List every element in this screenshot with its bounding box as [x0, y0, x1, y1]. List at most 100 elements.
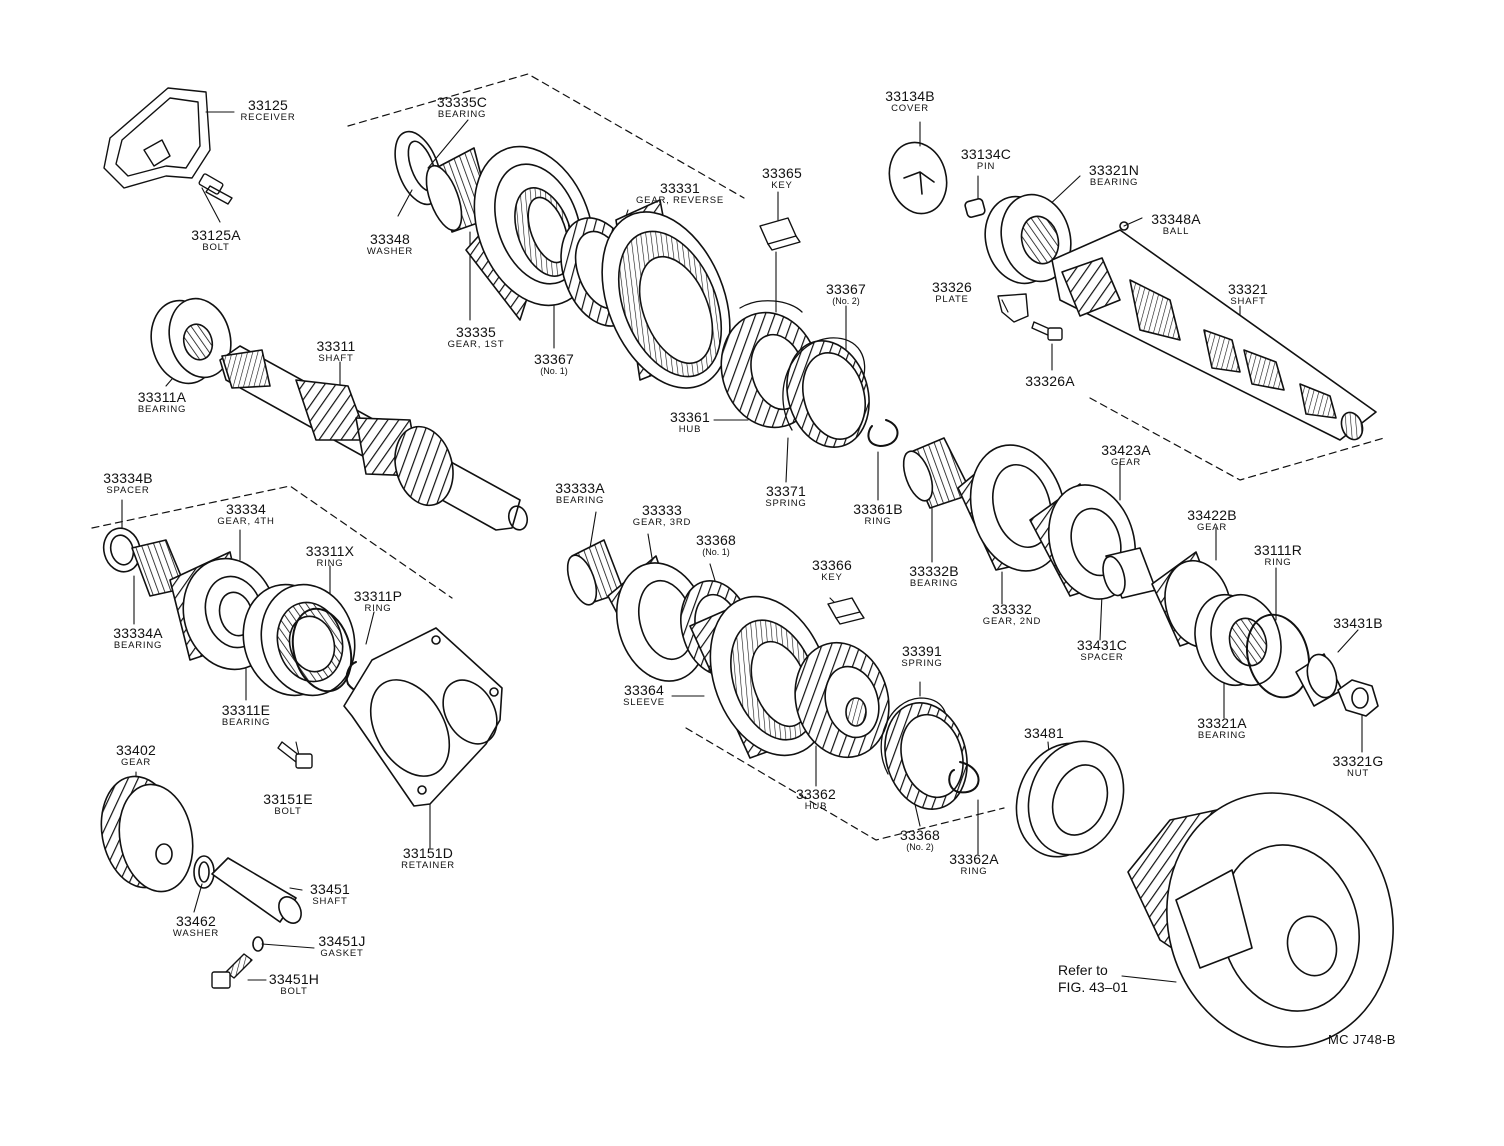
label-33326A: 33326A [1025, 374, 1074, 388]
part-number: 33362A [949, 851, 999, 867]
part-number: 33361B [853, 501, 903, 517]
part-number: 33134C [960, 146, 1012, 162]
needle-bearing-middle [566, 539, 625, 606]
part-description: GEAR [1110, 457, 1142, 468]
reference-note: Refer to FIG. 43–01 [1058, 962, 1128, 996]
part-description: BOLT [280, 986, 308, 997]
part-number: 33451 [310, 881, 350, 897]
ball-bearing-left [242, 583, 356, 697]
part-description: SPACER [106, 485, 150, 496]
part-description: BEARING [555, 495, 605, 506]
part-description: RECEIVER [240, 112, 296, 123]
assembly-outline-left [91, 485, 453, 599]
part-description: RING [960, 866, 988, 877]
part-variant: (No. 1) [702, 547, 730, 557]
part-number: 33334B [103, 470, 153, 486]
leader-lines [121, 111, 1363, 983]
retainer-plate [343, 627, 503, 807]
part-number: 33134B [885, 88, 935, 104]
needle-bearing-right [902, 437, 973, 509]
figure-code: MC J748-B [1328, 1032, 1396, 1047]
part-number: 33348 [370, 231, 410, 247]
part-number: 33368 [696, 532, 736, 548]
part-number: 33367 [534, 351, 574, 367]
idler-bolt [211, 953, 253, 989]
part-number: 33348A [1151, 211, 1201, 227]
gear-3rd-part [607, 555, 709, 682]
retainer-bolt [277, 741, 313, 769]
part-number: 33368 [900, 827, 940, 843]
plate-part [997, 293, 1029, 323]
part-number: 33334A [113, 625, 163, 641]
part-description: BEARING [1089, 177, 1139, 188]
hub-part-lower [794, 641, 890, 759]
spring-part-upper [782, 337, 866, 431]
part-description: GEAR, 2ND [982, 616, 1042, 627]
nut-part [1337, 679, 1379, 717]
reverse-idler-gear [100, 775, 194, 893]
part-number: 33481 [1024, 725, 1064, 741]
part-number: 33366 [812, 557, 852, 573]
part-number: 33151E [263, 791, 313, 807]
part-number: 33311A [137, 389, 187, 405]
part-description: PLATE [935, 294, 969, 305]
idler-washer [193, 855, 215, 889]
reverse-gear-sleeve [601, 199, 731, 389]
part-description: GEAR [120, 757, 152, 768]
part-description: COVER [891, 103, 929, 114]
label-33367-no1: 33367(No. 1) [534, 352, 574, 376]
part-number: 33111R [1253, 542, 1303, 558]
differential-reference [1127, 792, 1394, 1048]
part-number: 33333A [555, 480, 605, 496]
part-description: BEARING [137, 404, 187, 415]
part-description: GEAR, 1ST [447, 339, 505, 350]
pin-part [964, 198, 986, 218]
part-variant: (No. 1) [540, 366, 568, 376]
part-description: RING [864, 516, 892, 527]
gasket-part [252, 936, 264, 952]
part-description: RING [364, 603, 392, 614]
key-part-lower [827, 597, 865, 625]
snap-ring-left-x [291, 607, 353, 693]
part-number: 33334 [226, 501, 266, 517]
part-variant: (No. 2) [906, 842, 934, 852]
input-shaft-bearing [150, 297, 232, 385]
cover-part [888, 141, 948, 215]
part-number: 33422B [1187, 507, 1237, 523]
part-description: GEAR, 3RD [632, 517, 692, 528]
part-description: SHAFT [312, 896, 348, 907]
part-number: 33367 [826, 281, 866, 297]
synchronizer-ring-2 [786, 340, 870, 448]
part-description: RING [316, 558, 344, 569]
part-description: WASHER [172, 928, 220, 939]
part-description: GEAR, REVERSE [635, 195, 725, 206]
ball-part [1119, 221, 1129, 231]
part-number: 33331 [660, 180, 700, 196]
part-number: 33335 [456, 324, 496, 340]
part-number: 33311 [316, 338, 356, 354]
